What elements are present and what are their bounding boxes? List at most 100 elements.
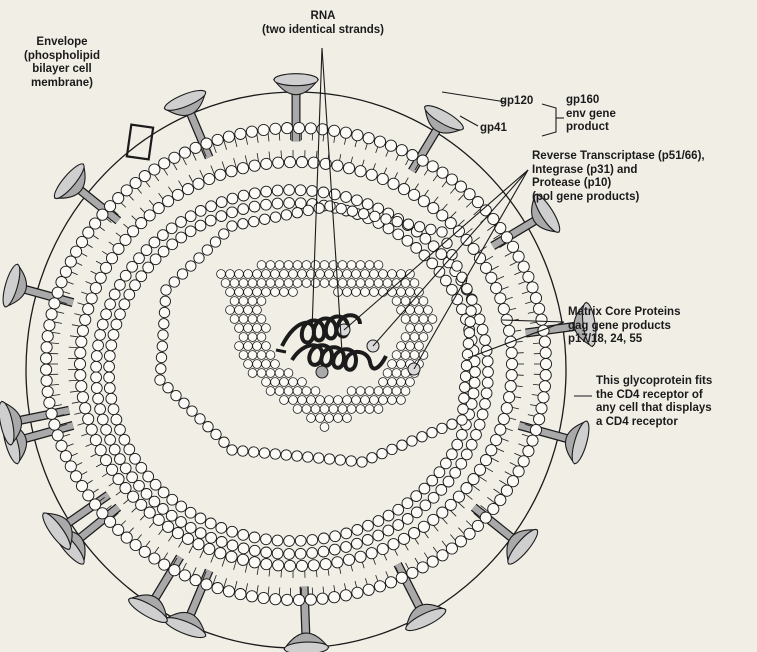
matrix-inner-bead	[458, 404, 468, 414]
matrix-inner-bead	[156, 352, 166, 362]
matrix-protein-bead	[205, 518, 216, 529]
capsid-bead	[230, 315, 239, 324]
lipid-head	[491, 434, 502, 445]
lipid-head	[340, 590, 351, 601]
capsid-bead	[311, 405, 320, 414]
envelope-label: Envelope (phospholipid bilayer cell memb…	[6, 36, 118, 90]
lipid-head	[190, 575, 201, 586]
capsid-bead	[415, 306, 424, 315]
pol-label: Reverse Transcriptase (p51/66), Integras…	[532, 150, 705, 204]
capsid-bead	[262, 288, 271, 297]
matrix-protein-bead	[195, 513, 206, 524]
matrix-protein-bead	[105, 299, 116, 310]
matrix-inner-bead	[314, 453, 324, 463]
capsid-bead	[334, 414, 343, 423]
capsid-bead	[320, 261, 329, 270]
lipid-head	[308, 560, 319, 571]
matrix-inner-bead	[407, 436, 417, 446]
lipid-head	[377, 173, 388, 184]
capsid-bead	[275, 387, 284, 396]
matrix-protein-bead	[227, 207, 238, 218]
lipid-head	[534, 303, 545, 314]
capsid-bead	[401, 297, 410, 306]
matrix-protein-bead	[447, 284, 458, 295]
capsid-bead	[356, 279, 365, 288]
capsid-bead	[325, 270, 334, 279]
lipid-head	[71, 246, 82, 257]
lipid-head	[193, 539, 204, 550]
lipid-head	[505, 381, 516, 392]
lipid-head	[377, 543, 388, 554]
lipid-head	[513, 251, 524, 262]
capsid-bead	[352, 396, 361, 405]
matrix-inner-bead	[347, 206, 357, 216]
lipid-head	[212, 134, 223, 145]
lipid-head	[130, 177, 141, 188]
matrix-inner-bead	[381, 214, 391, 224]
matrix-protein-bead	[167, 494, 178, 505]
lipid-head	[317, 593, 328, 604]
matrix-protein-bead	[104, 351, 115, 362]
lipid-head	[212, 583, 223, 594]
lipid-head	[42, 386, 53, 397]
lipid-head	[80, 403, 91, 414]
matrix-inner-bead	[194, 253, 204, 263]
capsid-bead	[257, 315, 266, 324]
capsid-bead	[383, 387, 392, 396]
matrix-protein-bead	[249, 201, 260, 212]
lipid-head	[513, 466, 524, 477]
capsid-bead	[356, 387, 365, 396]
capsid-bead	[257, 297, 266, 306]
capsid-bead	[280, 270, 289, 279]
lipid-head	[90, 282, 101, 293]
capsid-bead	[248, 369, 257, 378]
gp160-label-line: gp160	[566, 94, 616, 108]
matrix-protein-bead	[383, 223, 394, 234]
lipid-head	[366, 169, 377, 180]
lipid-head	[407, 150, 418, 161]
matrix-inner-bead	[203, 422, 213, 432]
matrix-inner-bead	[464, 328, 474, 338]
lipid-head	[46, 309, 57, 320]
capsid-bead	[338, 261, 347, 270]
lipid-head	[385, 577, 396, 588]
capsid-bead	[316, 396, 325, 405]
capsid-bead	[410, 279, 419, 288]
capsid-bead	[271, 378, 280, 387]
matrix-inner-bead	[202, 245, 212, 255]
glycoprotein-label-line: This glycoprotein fits	[596, 375, 712, 389]
matrix-inner-bead	[281, 210, 291, 220]
matrix-protein-bead	[227, 526, 238, 537]
lipid-head	[329, 125, 340, 136]
matrix-inner-bead	[281, 450, 291, 460]
matrix-inner-bead	[324, 454, 334, 464]
lipid-head	[282, 123, 293, 134]
lipid-head	[44, 320, 55, 331]
lipid-head	[65, 256, 76, 267]
lipid-head	[352, 587, 363, 598]
lipid-head	[215, 169, 226, 180]
matrix-inner-bead	[227, 445, 237, 455]
lipid-head	[506, 347, 517, 358]
capsid-bead	[239, 315, 248, 324]
lipid-head	[293, 122, 304, 133]
envelope-label-line: bilayer cell	[6, 63, 118, 77]
lipid-head	[374, 136, 385, 147]
matrix-protein-bead	[261, 186, 272, 197]
capsid-bead	[343, 414, 352, 423]
capsid-bead	[307, 414, 316, 423]
capsid-bead	[410, 297, 419, 306]
capsid-bead	[239, 297, 248, 306]
matrix-protein-bead	[329, 544, 340, 555]
glycoprotein-spike	[162, 87, 211, 123]
matrix-protein-bead	[95, 330, 106, 341]
lipid-head	[90, 434, 101, 445]
lipid-head	[65, 461, 76, 472]
glycoprotein-spike	[274, 74, 318, 95]
capsid-bead	[244, 342, 253, 351]
matrix-protein-bead	[195, 220, 206, 231]
capsid-bead	[311, 261, 320, 270]
matrix-protein-bead	[101, 309, 112, 320]
matrix-inner-bead	[219, 437, 229, 447]
capsid-bead	[298, 396, 307, 405]
